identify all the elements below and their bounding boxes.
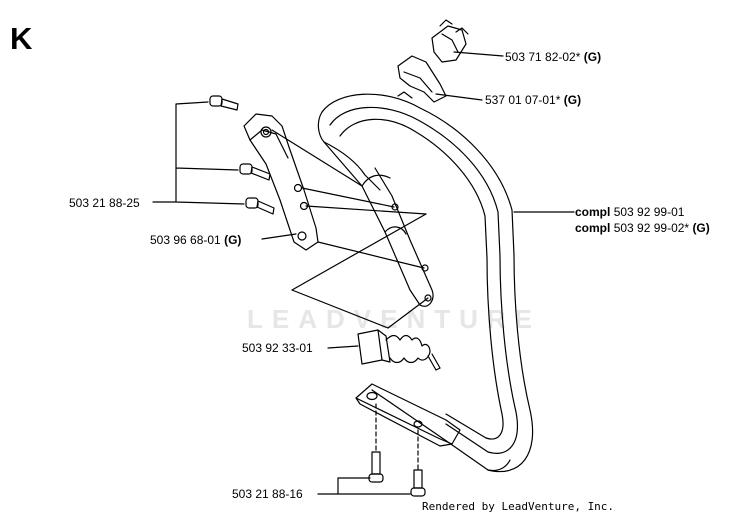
switch-part-537-01-07 (397, 55, 447, 103)
leader-line (435, 93, 483, 101)
part-label-handle-compl-2: compl 503 92 99-02* (G) (575, 221, 710, 235)
part-number: 537 01 07-01* (485, 93, 561, 107)
part-suffix: (G) (583, 50, 602, 64)
part-suffix: (G) (224, 233, 242, 247)
screw-503-21-88-25 (209, 95, 275, 215)
part-number: 503 21 88-16 (232, 487, 303, 501)
part-number: 503 21 88-25 (69, 196, 140, 210)
leader-line (261, 233, 297, 240)
leader-line (327, 345, 359, 349)
part-label-handle-compl-1: compl 503 92 99-01 (575, 205, 684, 219)
part-label-503-96-68: 503 96 68-01 (G) (150, 233, 241, 247)
part-number: 503 92 99-02* (613, 221, 690, 235)
assembly-guides (271, 129, 429, 329)
spring-bolt-503-92-33 (357, 329, 441, 371)
bracket-plate-503-96-68 (243, 113, 319, 251)
part-label-503-92-33: 503 92 33-01 (242, 341, 313, 355)
part-number: 503 71 82-02* (505, 50, 581, 64)
leader-bracket (317, 477, 411, 495)
leader-bracket (152, 101, 245, 205)
screw-503-21-88-16 (368, 403, 426, 497)
part-suffix: (G) (563, 93, 582, 107)
part-label-503-71-82: 503 71 82-02* (G) (505, 50, 601, 64)
part-prefix: compl (575, 221, 611, 235)
part-number: 503 96 68-01 (150, 233, 221, 247)
lower-bracket (355, 383, 461, 447)
part-suffix: (G) (692, 221, 710, 235)
section-letter: K (10, 21, 33, 56)
switch-part-503-71-82 (431, 19, 469, 63)
watermark: LEADVENTURE (247, 304, 542, 334)
leader-line (453, 51, 504, 57)
part-label-503-21-88-16: 503 21 88-16 (232, 487, 303, 501)
front-handle (317, 93, 534, 473)
footer-credit: Rendered by LeadVenture, Inc. (422, 500, 615, 513)
part-number: 503 92 33-01 (242, 341, 313, 355)
part-label-503-21-88-25: 503 21 88-25 (69, 196, 140, 210)
part-prefix: compl (575, 205, 611, 219)
part-number: 503 92 99-01 (613, 205, 685, 219)
part-label-537-01-07: 537 01 07-01* (G) (485, 93, 581, 107)
